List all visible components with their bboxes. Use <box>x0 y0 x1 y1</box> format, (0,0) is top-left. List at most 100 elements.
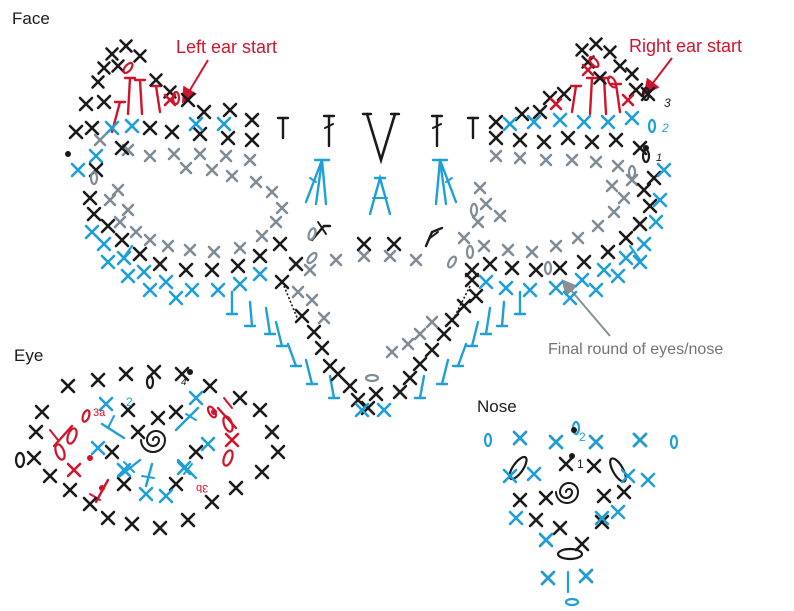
single-crochet-stitch <box>142 282 158 298</box>
single-crochet-stitch <box>120 268 136 284</box>
chain-stitch <box>669 434 679 450</box>
single-crochet-stitch <box>143 149 157 163</box>
single-crochet-stitch <box>150 410 166 426</box>
single-crochet-stitch <box>184 282 200 298</box>
slip-stitch-dot <box>65 151 71 157</box>
slip-stitch-dot <box>211 409 217 415</box>
single-crochet-stitch <box>536 134 552 150</box>
chain-stitch <box>465 244 475 260</box>
single-crochet-stitch <box>62 482 78 498</box>
single-crochet-stitch <box>632 254 648 270</box>
single-crochet-stitch <box>90 440 106 456</box>
single-crochet-stitch <box>646 170 662 186</box>
single-crochet-stitch <box>512 132 528 148</box>
single-crochet-stitch <box>464 262 480 278</box>
single-crochet-stitch <box>200 436 216 452</box>
single-crochet-stitch <box>618 230 634 246</box>
single-crochet-stitch <box>104 444 120 460</box>
slip-stitch-dot <box>571 427 577 433</box>
single-crochet-stitch <box>552 260 568 276</box>
single-crochet-stitch <box>265 185 279 199</box>
chain-stitch <box>647 118 657 134</box>
left-ear-arrow <box>181 59 209 104</box>
single-crochet-stitch <box>158 488 174 504</box>
single-crochet-stitch <box>193 147 207 161</box>
single-crochet-stitch <box>589 37 603 51</box>
single-crochet-stitch <box>401 337 415 351</box>
single-crochet-stitch <box>413 327 427 341</box>
single-crochet-stitch <box>605 179 619 193</box>
single-crochet-stitch <box>168 290 184 306</box>
single-crochet-stitch <box>116 476 132 492</box>
single-crochet-stitch <box>294 308 310 324</box>
single-crochet-stitch <box>252 402 268 418</box>
single-crochet-stitch <box>274 274 290 290</box>
single-crochet-stitch <box>549 239 563 253</box>
single-crochet-stitch <box>610 268 626 284</box>
single-crochet-stitch <box>152 520 168 536</box>
nose-round-2-marker: 2 <box>579 430 586 444</box>
single-crochet-stitch <box>317 311 331 325</box>
single-crochet-stitch <box>581 63 595 77</box>
single-crochet-stitch <box>60 378 76 394</box>
single-crochet-stitch <box>130 424 146 440</box>
single-crochet-stitch <box>105 47 119 61</box>
single-crochet-stitch <box>574 536 590 552</box>
single-crochet-stitch <box>103 193 117 207</box>
single-crochet-stitch <box>118 366 134 382</box>
single-crochet-stitch <box>305 293 319 307</box>
single-crochet-stitch <box>548 434 564 450</box>
single-crochet-stitch <box>584 134 600 150</box>
single-crochet-stitch <box>168 404 184 420</box>
nose-section-label: Nose <box>477 397 517 416</box>
eye-section-label: Eye <box>14 346 44 365</box>
single-crochet-stitch <box>306 324 322 340</box>
single-crochet-stitch <box>119 39 133 53</box>
single-crochet-stitch <box>636 182 652 198</box>
chain-stitch <box>14 451 26 469</box>
chain-stitch <box>222 415 234 433</box>
single-crochet-stitch <box>138 486 154 502</box>
chain-stitch <box>469 202 479 218</box>
single-crochet-stitch <box>152 256 168 272</box>
single-crochet-stitch <box>385 345 399 359</box>
single-crochet-stitch <box>620 468 636 484</box>
single-crochet-stitch <box>133 49 147 63</box>
single-crochet-stitch <box>228 480 244 496</box>
single-crochet-stitch <box>233 241 247 255</box>
single-crochet-stitch <box>82 496 98 512</box>
single-crochet-stitch <box>104 120 120 136</box>
single-crochet-stitch <box>164 124 180 140</box>
single-crochet-stitch <box>368 386 384 402</box>
single-crochet-stitch <box>244 112 260 128</box>
single-crochet-stitch <box>425 315 439 329</box>
single-crochet-stitch <box>114 232 130 248</box>
face-center-stitches <box>49 76 642 594</box>
single-crochet-stitch <box>540 570 556 586</box>
single-crochet-stitch <box>611 159 625 173</box>
single-crochet-stitch <box>90 372 106 388</box>
eye-round-3b-marker: 3b <box>196 482 209 494</box>
single-crochet-stitch <box>330 366 346 382</box>
single-crochet-stitch <box>100 254 116 270</box>
single-crochet-stitch <box>618 250 634 266</box>
eye-round-2-marker: 2 <box>126 395 133 409</box>
single-crochet-stitch <box>508 510 524 526</box>
nose-round-1-marker: 1 <box>577 457 584 471</box>
single-crochet-stitch <box>625 173 639 187</box>
single-crochet-stitch <box>70 162 86 178</box>
single-crochet-stitch <box>632 216 648 232</box>
single-crochet-stitch <box>291 285 305 299</box>
single-crochet-stitch <box>188 116 204 132</box>
single-crochet-stitch <box>249 175 263 189</box>
single-crochet-stitch <box>596 488 612 504</box>
single-crochet-stitch <box>489 149 503 163</box>
single-crochet-stitch <box>621 93 635 107</box>
single-crochet-stitch <box>288 256 304 272</box>
single-crochet-stitch <box>111 183 125 197</box>
single-crochet-stitch <box>574 272 590 288</box>
single-crochet-stitch <box>167 147 181 161</box>
single-crochet-stitch <box>91 75 105 89</box>
single-crochet-stitch <box>129 225 143 239</box>
